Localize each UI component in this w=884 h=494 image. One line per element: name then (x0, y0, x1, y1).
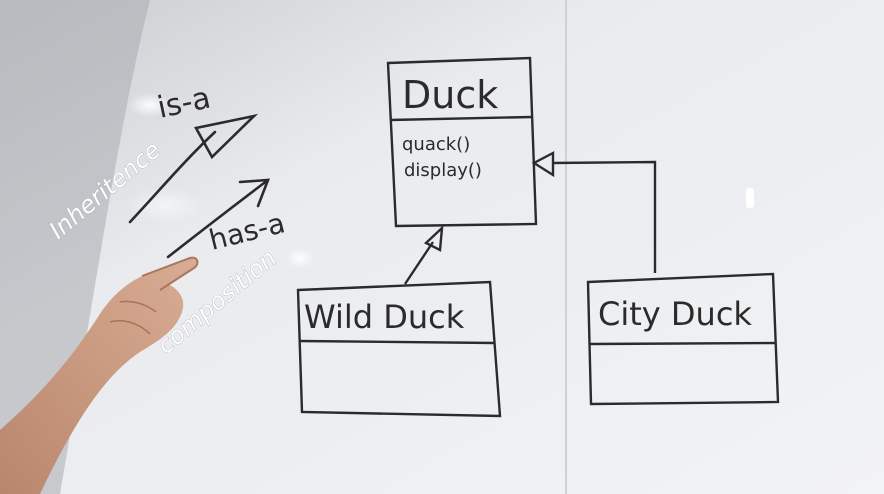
wild-duck-inheritance-link (404, 224, 444, 285)
inheritance-arrow (128, 113, 259, 224)
city-duck-inheritance-link (531, 151, 657, 273)
reflection-shadow (0, 0, 150, 494)
duck-class-name: Duck (402, 73, 498, 117)
wild-duck-class-box (296, 280, 502, 418)
light-glare (286, 248, 314, 268)
duck-method-quack: quack() (402, 134, 470, 155)
wild-duck-class-name: Wild Duck (304, 298, 465, 336)
light-glare (128, 93, 172, 117)
light-glare (746, 188, 754, 208)
duck-class-box (386, 56, 538, 228)
light-glare (125, 187, 205, 223)
city-duck-class-name: City Duck (598, 295, 752, 333)
city-duck-class-box (586, 272, 780, 406)
presenter-hand (0, 256, 199, 494)
composition-arrow (166, 178, 270, 259)
duck-method-display: display() (404, 160, 482, 181)
